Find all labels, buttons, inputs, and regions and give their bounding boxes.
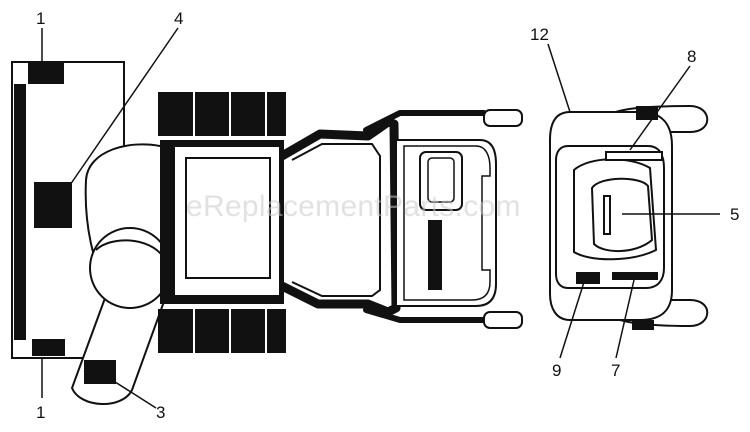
callout-9: 9: [552, 361, 561, 380]
leader-lines: [41, 27, 720, 409]
leader-4: [69, 27, 179, 186]
leader-8: [629, 65, 691, 151]
decal-8: [636, 106, 658, 120]
detail-seat: [590, 177, 654, 253]
decal-9: [576, 272, 600, 284]
decal-1-top: [28, 62, 64, 84]
leader-12: [547, 43, 571, 113]
decal-8-strip: [605, 151, 663, 161]
track-bottom: [158, 309, 286, 353]
callout-1-bottom: 1: [36, 403, 45, 422]
tractor-top-view: [11, 61, 523, 405]
handlebar-upper: [363, 110, 487, 133]
track-top: [158, 92, 286, 136]
console-detail-view: [549, 104, 709, 330]
engine-cover: [185, 157, 271, 279]
decal-7-bottom: [632, 320, 654, 330]
console-decal: [428, 220, 442, 290]
grip-upper: [483, 109, 523, 127]
leader-3: [111, 379, 157, 409]
pivot-hub-inner: [95, 239, 165, 259]
callout-7: 7: [611, 361, 620, 380]
bucket-cutting-edge: [14, 84, 26, 340]
detail-slot: [603, 195, 611, 235]
callout-12: 12: [530, 25, 549, 44]
callout-3: 3: [156, 403, 165, 422]
detail-dash: [573, 158, 658, 261]
callout-8: 8: [687, 47, 696, 66]
decal-1-bottom: [32, 339, 65, 356]
grip-lower: [483, 311, 523, 329]
decal-7: [612, 272, 658, 280]
console-display-inner: [427, 157, 455, 203]
watermark-text: eReplacementParts.com: [186, 190, 521, 223]
console-bevel: [403, 145, 491, 301]
leader-7: [615, 279, 635, 359]
callout-numbers: 1 4 12 8 5 9 7 1 3: [36, 9, 739, 422]
handlebar-lower: [363, 307, 487, 323]
frame-inner: [291, 143, 381, 297]
decal-3: [84, 360, 116, 384]
callout-4: 4: [174, 9, 183, 28]
callout-1-top: 1: [36, 9, 45, 28]
callout-5: 5: [730, 205, 739, 224]
leader-9: [559, 281, 585, 359]
decal-4: [34, 182, 72, 228]
